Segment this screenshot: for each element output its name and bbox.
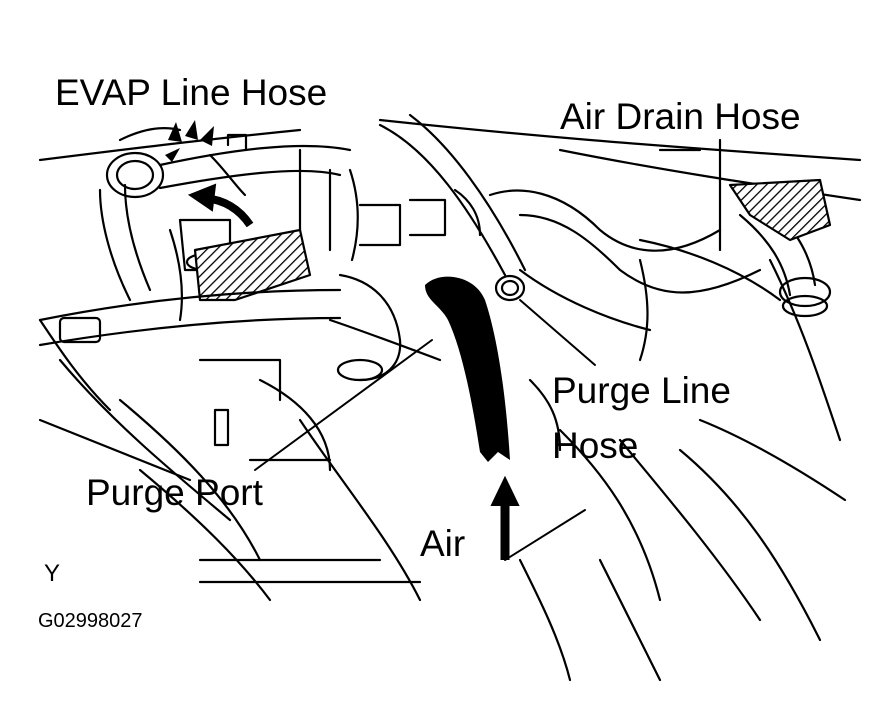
leader-lines bbox=[254, 299, 596, 561]
center-diagonal-hose bbox=[378, 113, 527, 302]
label-purge-port: Purge Port bbox=[86, 472, 263, 513]
air-flow-arrow-icon bbox=[490, 475, 520, 560]
label-purge-line-hose-line1: Purge Line bbox=[552, 370, 731, 411]
label-purge-line-hose-line2: Hose bbox=[552, 425, 639, 466]
hatched-surface bbox=[193, 228, 312, 302]
label-air: Air bbox=[420, 523, 466, 564]
label-air-drain-hose: Air Drain Hose bbox=[560, 96, 801, 137]
view-letter: Y bbox=[44, 560, 61, 587]
label-evap-line-hose: EVAP Line Hose bbox=[55, 72, 328, 113]
lower-hose-drawing bbox=[38, 273, 442, 382]
engine-background-lines bbox=[38, 118, 862, 682]
flow-arrow-icon bbox=[187, 183, 254, 228]
splash-marks bbox=[165, 120, 214, 162]
hatched-surface-right bbox=[728, 178, 832, 242]
purge-line-hose-black bbox=[425, 276, 510, 462]
figure-code: G02998027 bbox=[38, 610, 143, 632]
evap-line-hose-drawing bbox=[98, 133, 352, 302]
